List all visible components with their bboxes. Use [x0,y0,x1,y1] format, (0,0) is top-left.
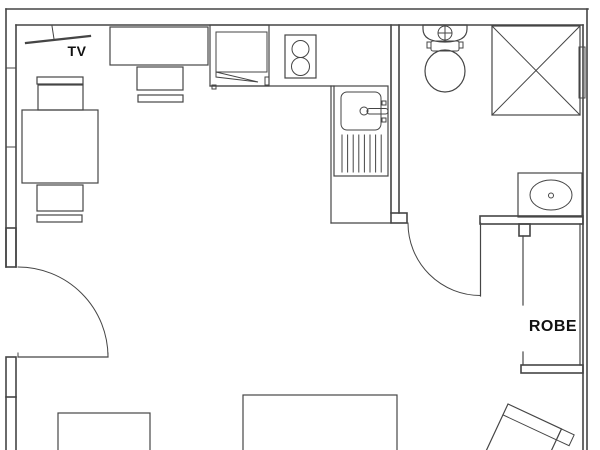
shower-enclosure [491,25,581,116]
entry-door-jamb [5,227,17,268]
robe-jamb [518,223,531,237]
desk-chair-back [137,94,184,103]
sink-cabinet [333,85,389,177]
dining-chair-bottom-back [36,214,83,223]
robe-label: ROBE [529,318,577,335]
dining-chair-top-back [36,76,84,85]
robe-bottom-wall-band [520,364,584,374]
sink-fitting-top [381,100,387,106]
desk [109,26,209,66]
vanity-basin [529,179,573,211]
vanity-counter [517,172,583,218]
vanity-drain-icon [548,192,554,199]
dining-chair-top-seat [37,84,84,111]
toilet-cistern [422,24,468,43]
tv-label: TV [68,43,87,59]
right-window [578,46,586,99]
toilet-hinge-left [426,41,432,49]
toilet-bowl [424,49,466,93]
cooktop [284,34,317,79]
sink-tap-icon [359,106,369,116]
refrigerator-door [215,31,268,73]
tv-bracket-icon [51,25,55,40]
bathroom [422,24,583,218]
armchair-armrest [555,428,575,447]
bathroom-door-swing-arc [407,222,482,297]
walls [5,8,589,450]
kitchen [109,24,392,224]
bed [242,394,398,450]
sink-bowl [340,91,382,131]
tv-icon [24,34,92,45]
refrigerator-door-flap [215,71,259,83]
desk-chair-seat [136,66,184,91]
toilet-hinge-right [458,41,464,49]
burner-top [291,40,310,58]
burner-bottom [291,57,310,76]
refrigerator-hinge-right [264,76,270,86]
armchair-backrest [502,414,558,441]
shower-diagonal-2 [491,25,581,116]
left-wall-segment [5,356,17,398]
sink-fitting-bottom [381,117,387,123]
refrigerator-hinge-left [211,84,217,90]
rug [57,412,151,450]
living-area: TV [21,25,575,450]
armchair-seat [482,403,563,450]
dining-table [21,109,99,184]
bathroom-door-jamb [390,212,408,224]
wardrobe: ROBE [518,223,584,374]
armchair [482,403,575,450]
sink-tap-handle [366,108,389,115]
entry-door-swing-arc [17,266,109,358]
sink-drainer [341,134,382,173]
doors [17,222,482,358]
dining-chair-bottom-seat [36,184,84,212]
vanity-wall-band [479,215,584,225]
